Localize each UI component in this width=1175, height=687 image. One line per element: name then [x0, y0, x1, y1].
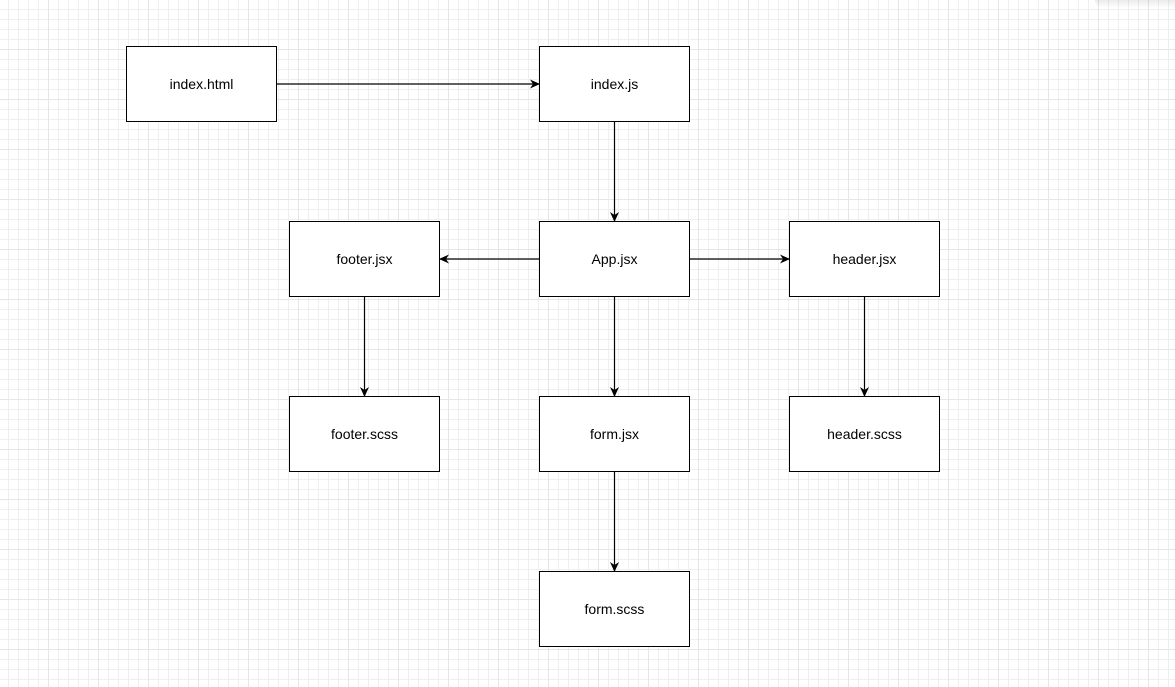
node-form-jsx[interactable]: form.jsx	[539, 396, 690, 472]
node-label: form.jsx	[590, 426, 639, 442]
node-label: header.jsx	[832, 251, 897, 267]
toolbar-shadow	[1095, 0, 1175, 8]
node-label: footer.jsx	[336, 251, 393, 267]
node-label: App.jsx	[591, 251, 638, 267]
node-footer-scss[interactable]: footer.scss	[289, 396, 440, 472]
node-app-jsx[interactable]: App.jsx	[539, 221, 690, 297]
node-form-scss[interactable]: form.scss	[539, 571, 690, 647]
node-header-scss[interactable]: header.scss	[789, 396, 940, 472]
node-label: index.js	[590, 76, 639, 92]
node-label: form.scss	[584, 601, 645, 617]
node-label: footer.scss	[331, 426, 398, 442]
node-label: index.html	[169, 76, 234, 92]
node-index-js[interactable]: index.js	[539, 46, 690, 122]
node-index-html[interactable]: index.html	[126, 46, 277, 122]
node-footer-jsx[interactable]: footer.jsx	[289, 221, 440, 297]
node-label: header.scss	[827, 426, 902, 442]
node-header-jsx[interactable]: header.jsx	[789, 221, 940, 297]
